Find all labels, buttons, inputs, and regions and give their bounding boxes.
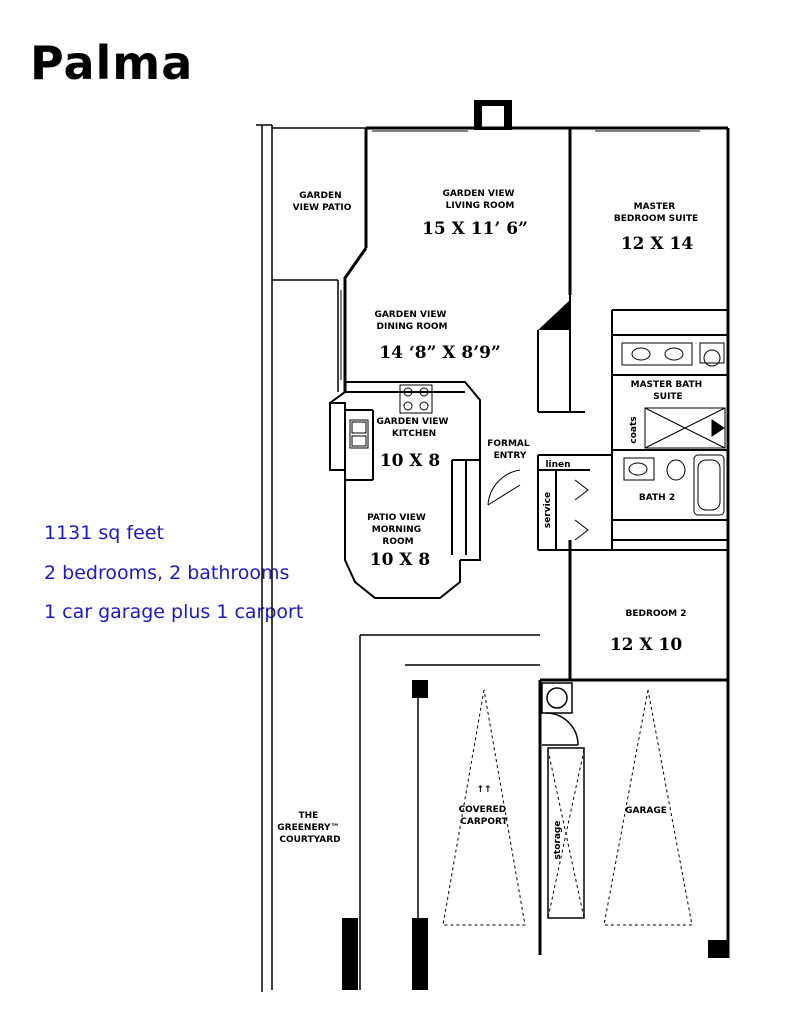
linen-doors [574, 479, 589, 541]
windows [340, 130, 700, 380]
linen-label: linen [545, 460, 570, 470]
morning-room-dim: 10 X 8 [370, 550, 431, 570]
exterior-walls [343, 126, 730, 958]
kitchen-label: GARDEN VIEW KITCHEN [376, 417, 451, 439]
carport [342, 680, 526, 990]
living-room-dim: 15 X 11’ 6” [422, 219, 528, 239]
bedroom2-label: BEDROOM 2 [625, 609, 686, 619]
interior-walls [537, 295, 728, 551]
dining-pillar [538, 300, 570, 330]
formal-entry-label: FORMAL ENTRY [487, 439, 533, 461]
morning-room-label: PATIO VIEW MORNING ROOM [367, 513, 429, 547]
storage-label: storage [553, 821, 563, 860]
plan-title: Palma [30, 36, 194, 90]
courtyard-label: THE GREENERY™ COURTYARD [277, 811, 342, 845]
info-rooms: 2 bedrooms, 2 bathrooms [44, 562, 290, 584]
carport-label: COVERED CARPORT [459, 805, 510, 827]
master-bedroom-label: MASTER BEDROOM SUITE [614, 202, 698, 224]
bath2-fixtures [623, 454, 725, 516]
master-bath-fixtures [621, 342, 726, 449]
info-parking: 1 car garage plus 1 carport [44, 601, 304, 623]
coats-label: coats [629, 416, 639, 443]
info-area: 1131 sq feet [44, 522, 164, 544]
living-room-label: GARDEN VIEW LIVING ROOM [442, 189, 517, 211]
garage [547, 689, 728, 958]
master-bath-label: MASTER BATH SUITE [631, 380, 706, 402]
entry-door [487, 469, 521, 506]
dining-room-dim: 14 ‘8” X 8’9” [379, 343, 500, 363]
master-bedroom-dim: 12 X 14 [621, 234, 694, 254]
garage-label: GARAGE [625, 806, 667, 816]
kitchen-walls [329, 381, 481, 599]
water-heater [541, 682, 585, 919]
bedroom2-dim: 12 X 10 [610, 635, 683, 655]
range-icon [399, 384, 433, 414]
kitchen-dim: 10 X 8 [380, 451, 441, 471]
service-label: service [543, 492, 553, 528]
dining-room-label: GARDEN VIEW DINING ROOM [374, 310, 449, 332]
site-lines [256, 124, 540, 992]
sink-icon [349, 419, 369, 449]
carport-arrow-mark: ↑↑ [476, 785, 491, 795]
patio-label: GARDEN VIEW PATIO [293, 191, 352, 213]
bath2-label: BATH 2 [639, 493, 675, 503]
